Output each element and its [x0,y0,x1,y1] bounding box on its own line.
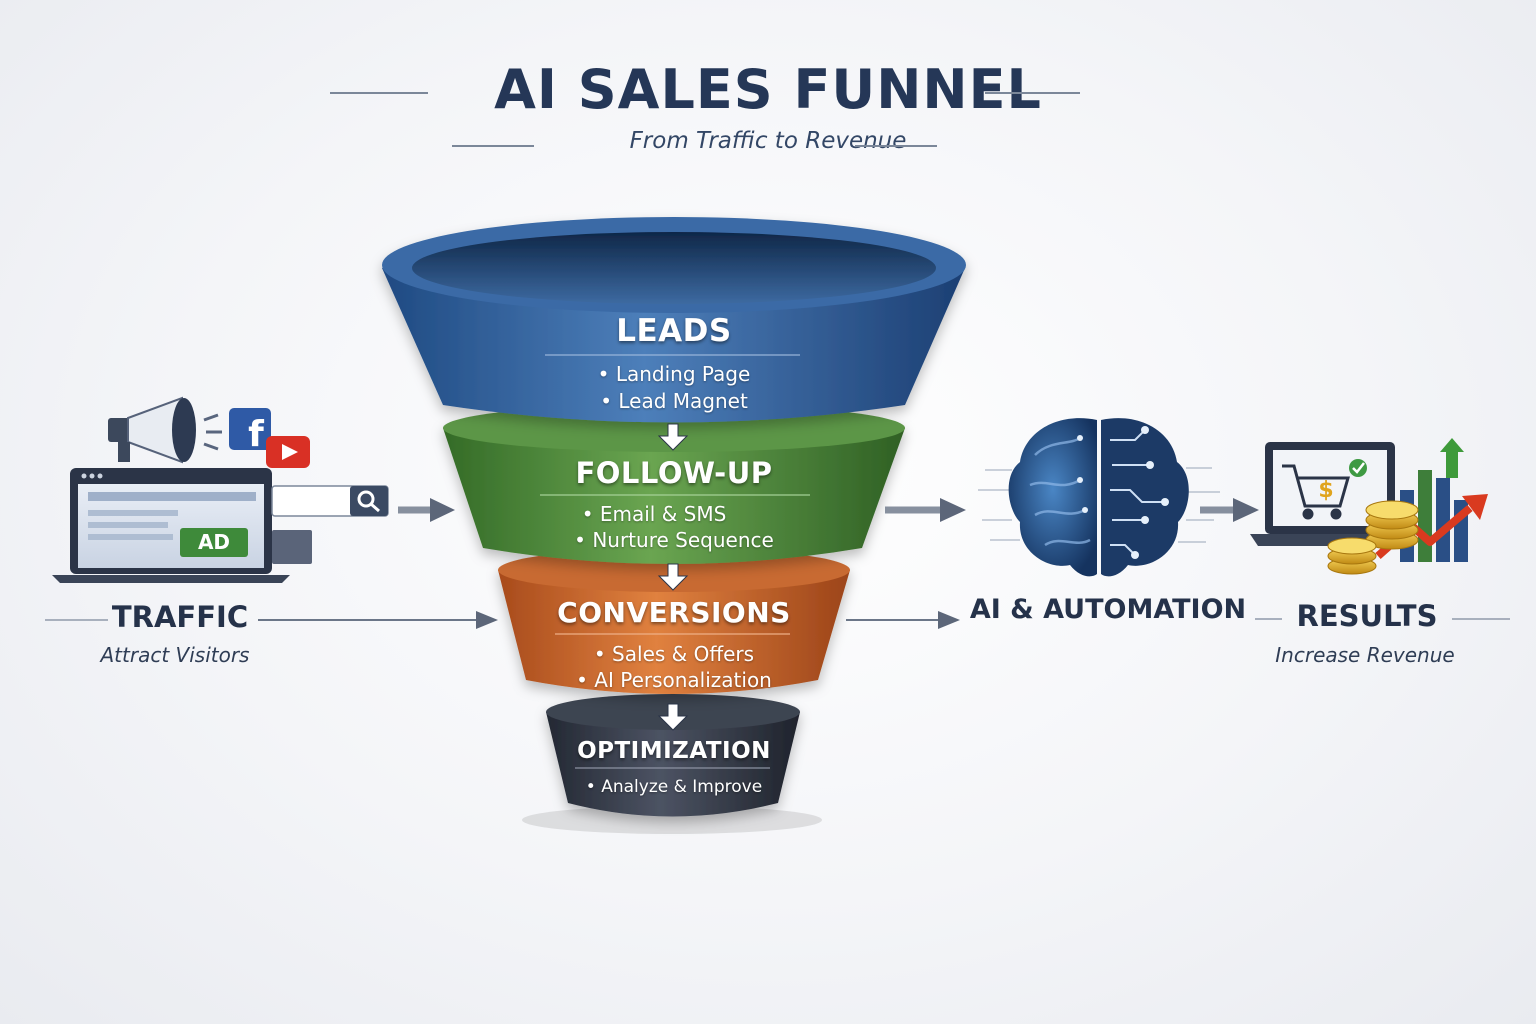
dollar-icon: $ [1318,478,1333,503]
stage-leads-item: • Lead Magnet [600,389,748,413]
stage-optimization-title: OPTIMIZATION [577,738,771,764]
results-sublabel: Increase Revenue [1275,643,1455,667]
stage-conversions-title: CONVERSIONS [557,596,791,629]
cart-icon [1282,464,1350,520]
traffic-sublabel: Attract Visitors [100,643,250,667]
stage-leads-title: LEADS [616,313,732,349]
ad-badge-text: AD [198,530,230,554]
funnel-shadow [522,806,822,834]
brain-circuit-icon [978,418,1220,577]
megaphone-icon [108,396,222,464]
arrow-ai-to-results [1200,498,1259,522]
search-bar [271,485,389,517]
results-label: RESULTS [1296,599,1438,633]
ai-automation-label: AI & AUTOMATION [969,594,1247,625]
title-rule-left [330,92,428,94]
stage-followup-item: • Nurture Sequence [574,528,774,552]
traffic-label: TRAFFIC [111,600,249,634]
svg-text:f: f [248,414,264,455]
subtitle-rule-right [855,145,937,147]
page-title: AI SALES FUNNEL [494,58,1042,121]
facebook-icon: f [229,408,271,455]
stage-conversions-item: • Sales & Offers [593,642,755,666]
youtube-icon [266,436,310,468]
down-arrow-icon [657,563,689,591]
stage-optimization-shape [546,694,800,817]
check-badge-icon [1349,459,1367,477]
down-arrow-icon [657,423,689,451]
coins-icon [1327,500,1419,575]
arrow-traffic-to-leads [398,498,455,522]
stage-followup-item: • Email & SMS [581,502,727,526]
stage-conversions-item: • AI Personalization [576,668,772,692]
stage-followup-title: FOLLOW-UP [575,456,773,490]
search-icon [357,490,380,513]
stage-leads-shape [382,217,966,423]
ad-badge [180,528,248,557]
stage-leads-item: • Landing Page [597,362,751,386]
laptop-icon [52,468,290,583]
arrow-traffic-to-conversions [258,611,498,629]
title-rule-right [985,92,1080,94]
down-arrow-icon [657,703,689,731]
subtitle-rule-left [452,145,534,147]
arrow-followup-to-ai [885,498,966,522]
arrow-conversions-to-ai [846,611,960,629]
side-panel [272,530,312,564]
page-subtitle: From Traffic to Revenue [629,128,907,154]
stage-optimization-item: • Analyze & Improve [585,777,763,797]
